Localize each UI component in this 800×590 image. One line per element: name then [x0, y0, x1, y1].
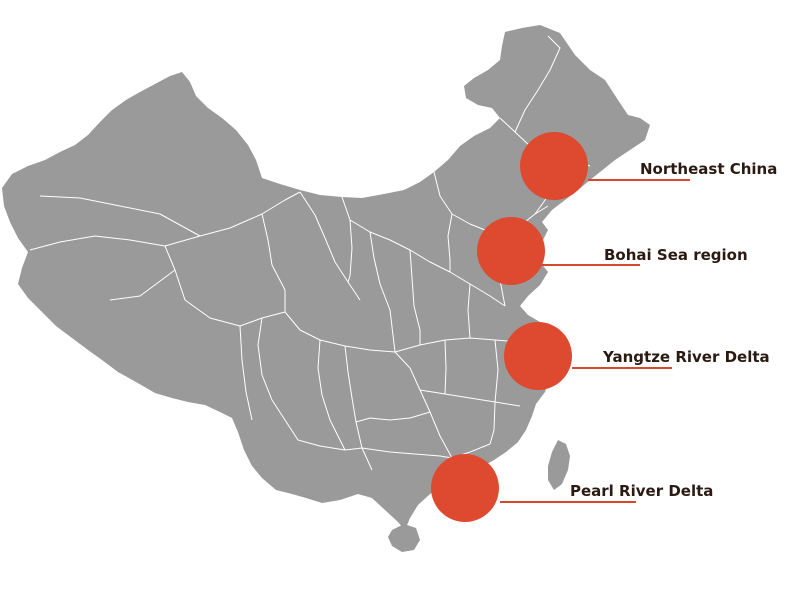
region-label-bohai: Bohai Sea region [604, 246, 748, 264]
region-marker-pearl[interactable] [431, 454, 499, 522]
region-label-northeast: Northeast China [640, 160, 777, 178]
region-marker-northeast[interactable] [520, 132, 588, 200]
province-borders [29, 35, 591, 471]
china-mainland-shape [2, 25, 650, 530]
region-label-pearl: Pearl River Delta [570, 482, 713, 500]
region-marker-bohai[interactable] [477, 217, 545, 285]
region-label-yangtze: Yangtze River Delta [602, 348, 770, 366]
hainan-island-shape [388, 524, 420, 552]
region-marker-yangtze[interactable] [504, 322, 572, 390]
taiwan-island-shape [548, 440, 570, 490]
